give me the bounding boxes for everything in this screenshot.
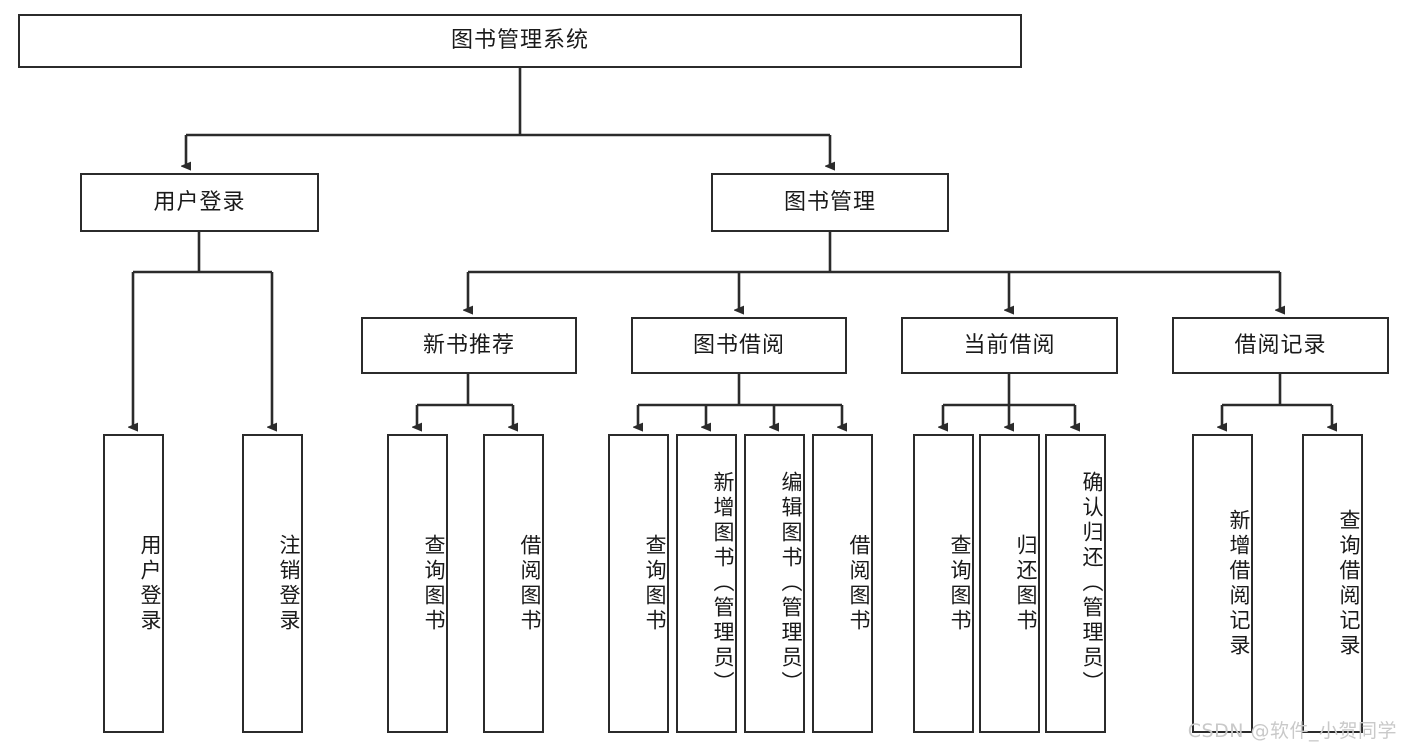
node-label: 注销登录 (277, 533, 301, 634)
node-borrow-record[interactable]: 借阅记录 (1172, 317, 1389, 374)
node-label: 借阅图书 (847, 533, 871, 634)
node-label: 图书借阅 (692, 332, 785, 358)
leaf-current-confirm-return-admin[interactable]: 确认归还（管理员） (1045, 434, 1106, 733)
node-label: 归还图书 (1014, 533, 1038, 634)
node-label: 新增借阅记录 (1227, 508, 1251, 659)
node-label: 查询借阅记录 (1337, 508, 1361, 659)
node-current-borrow[interactable]: 当前借阅 (901, 317, 1118, 374)
leaf-new-book-query[interactable]: 查询图书 (387, 434, 448, 733)
node-label: 用户登录 (153, 189, 246, 215)
node-book-borrow[interactable]: 图书借阅 (631, 317, 847, 374)
node-label: 当前借阅 (963, 332, 1056, 358)
node-label: 编辑图书（管理员） (779, 471, 803, 696)
leaf-user-login-logout[interactable]: 注销登录 (242, 434, 303, 733)
leaf-borrow-borrow-book[interactable]: 借阅图书 (812, 434, 873, 733)
leaf-user-login-login[interactable]: 用户登录 (103, 434, 164, 733)
leaf-new-book-borrow[interactable]: 借阅图书 (483, 434, 544, 733)
node-root-book-management-system[interactable]: 图书管理系统 (18, 14, 1022, 68)
leaf-borrow-add-book-admin[interactable]: 新增图书（管理员） (676, 434, 737, 733)
node-label: 查询图书 (643, 533, 667, 634)
leaf-current-return-book[interactable]: 归还图书 (979, 434, 1040, 733)
leaf-record-query-borrow-record[interactable]: 查询借阅记录 (1302, 434, 1363, 733)
node-label: 借阅图书 (518, 533, 542, 634)
node-label: 确认归还（管理员） (1080, 471, 1104, 696)
node-label: 借阅记录 (1234, 332, 1327, 358)
watermark-csdn: CSDN @软件_小贺同学 (1187, 720, 1397, 742)
node-label: 查询图书 (948, 533, 972, 634)
node-label: 新增图书（管理员） (711, 471, 735, 696)
node-book-management[interactable]: 图书管理 (711, 173, 949, 232)
node-label: 用户登录 (138, 533, 162, 634)
leaf-record-add-borrow-record[interactable]: 新增借阅记录 (1192, 434, 1253, 733)
leaf-borrow-query-book[interactable]: 查询图书 (608, 434, 669, 733)
node-label: 图书管理系统 (450, 28, 589, 54)
leaf-current-query-book[interactable]: 查询图书 (913, 434, 974, 733)
node-label: 新书推荐 (422, 332, 515, 358)
node-user-login[interactable]: 用户登录 (80, 173, 319, 232)
leaf-borrow-edit-book-admin[interactable]: 编辑图书（管理员） (744, 434, 805, 733)
node-label: 图书管理 (783, 189, 876, 215)
node-new-book-recommend[interactable]: 新书推荐 (361, 317, 577, 374)
node-label: 查询图书 (422, 533, 446, 634)
